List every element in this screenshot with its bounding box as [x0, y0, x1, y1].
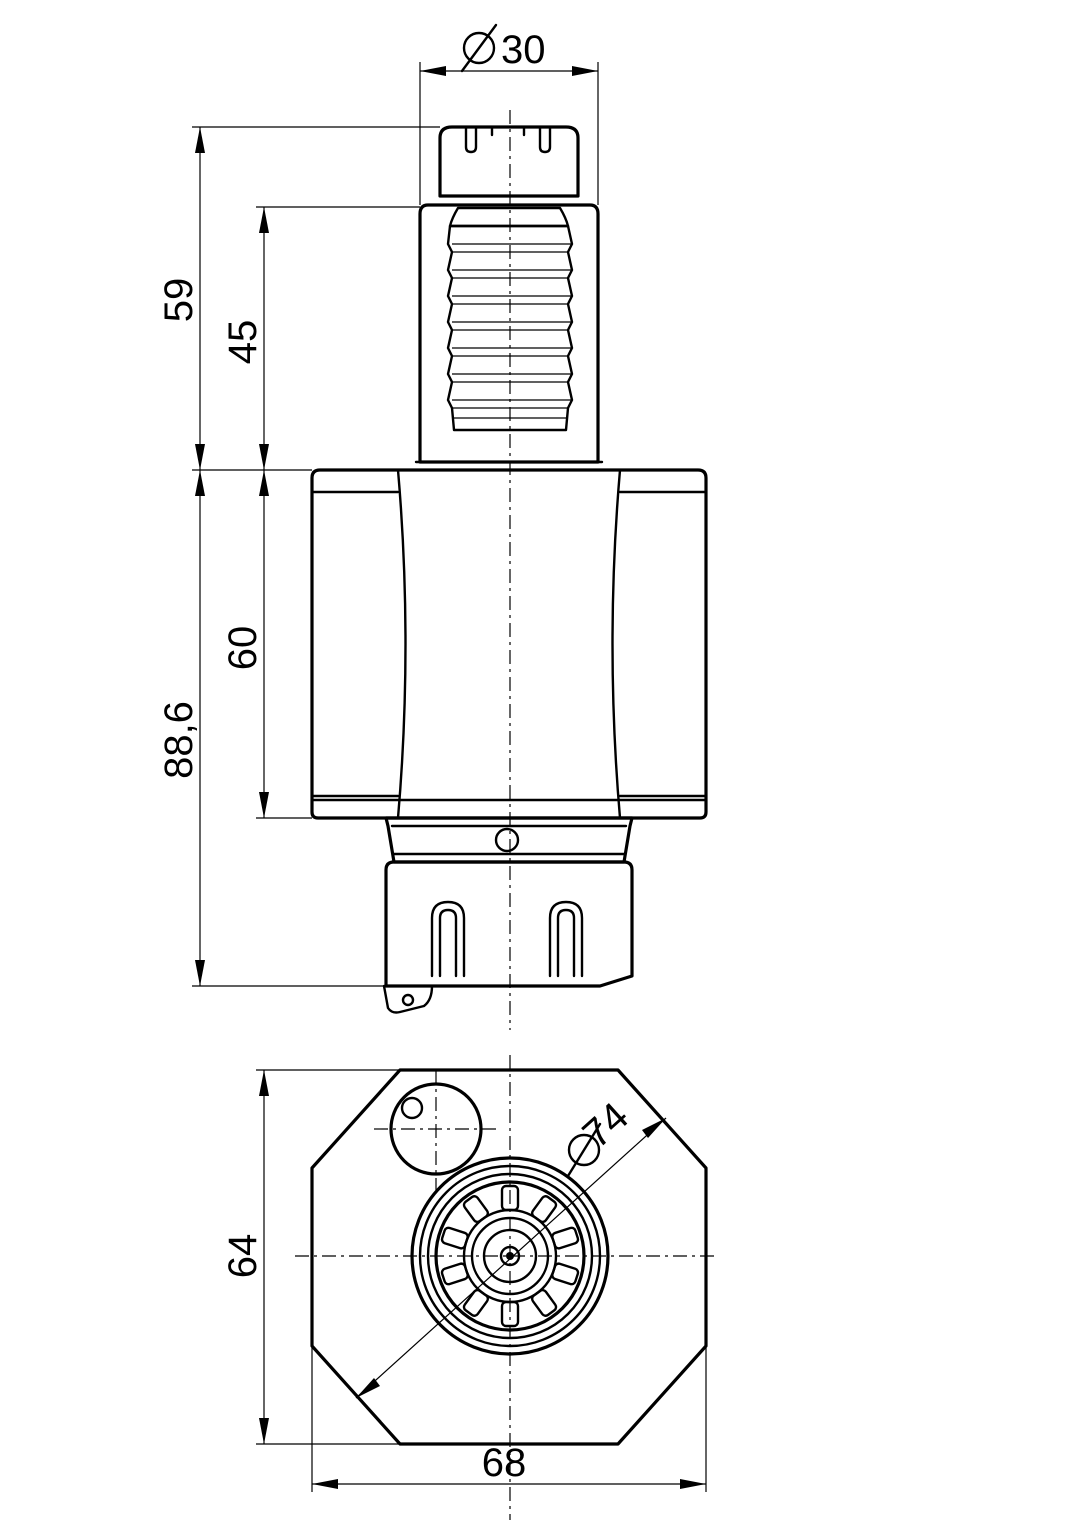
collet-face	[410, 1156, 610, 1356]
coolant-bore	[389, 1082, 483, 1176]
front-view: 74 64 68	[221, 1055, 718, 1520]
dim-overall-lower: 88,6	[157, 470, 386, 987]
dim-height: 64	[221, 1069, 400, 1445]
dim-label-diameter-30: 30	[501, 28, 546, 72]
dim-label-59: 59	[157, 278, 201, 323]
diameter-icon	[460, 23, 498, 73]
dim-label-68: 68	[482, 1441, 527, 1485]
diameter-icon	[566, 1122, 602, 1178]
dim-shank: 45	[221, 206, 420, 470]
dim-body: 60	[221, 470, 312, 819]
collet-slots	[440, 1184, 580, 1328]
main-body	[310, 468, 708, 820]
dim-label-88-6: 88,6	[157, 701, 201, 779]
shank-cylinder	[414, 203, 604, 472]
lower-flange	[384, 816, 634, 864]
side-view: 30 59 45 60	[157, 23, 708, 1030]
small-pin-hole	[400, 1096, 424, 1120]
dim-label-60: 60	[221, 626, 265, 671]
dim-diameter-30: 30	[419, 23, 599, 205]
dim-overall-upper: 59	[157, 126, 440, 471]
bottom-collet-nut	[382, 860, 634, 1014]
dim-label-64: 64	[221, 1234, 265, 1279]
dim-label-diameter-74: 74	[575, 1094, 638, 1156]
dim-width: 68	[311, 1346, 707, 1492]
dim-label-45: 45	[221, 320, 265, 365]
top-collet-nut	[438, 125, 580, 198]
